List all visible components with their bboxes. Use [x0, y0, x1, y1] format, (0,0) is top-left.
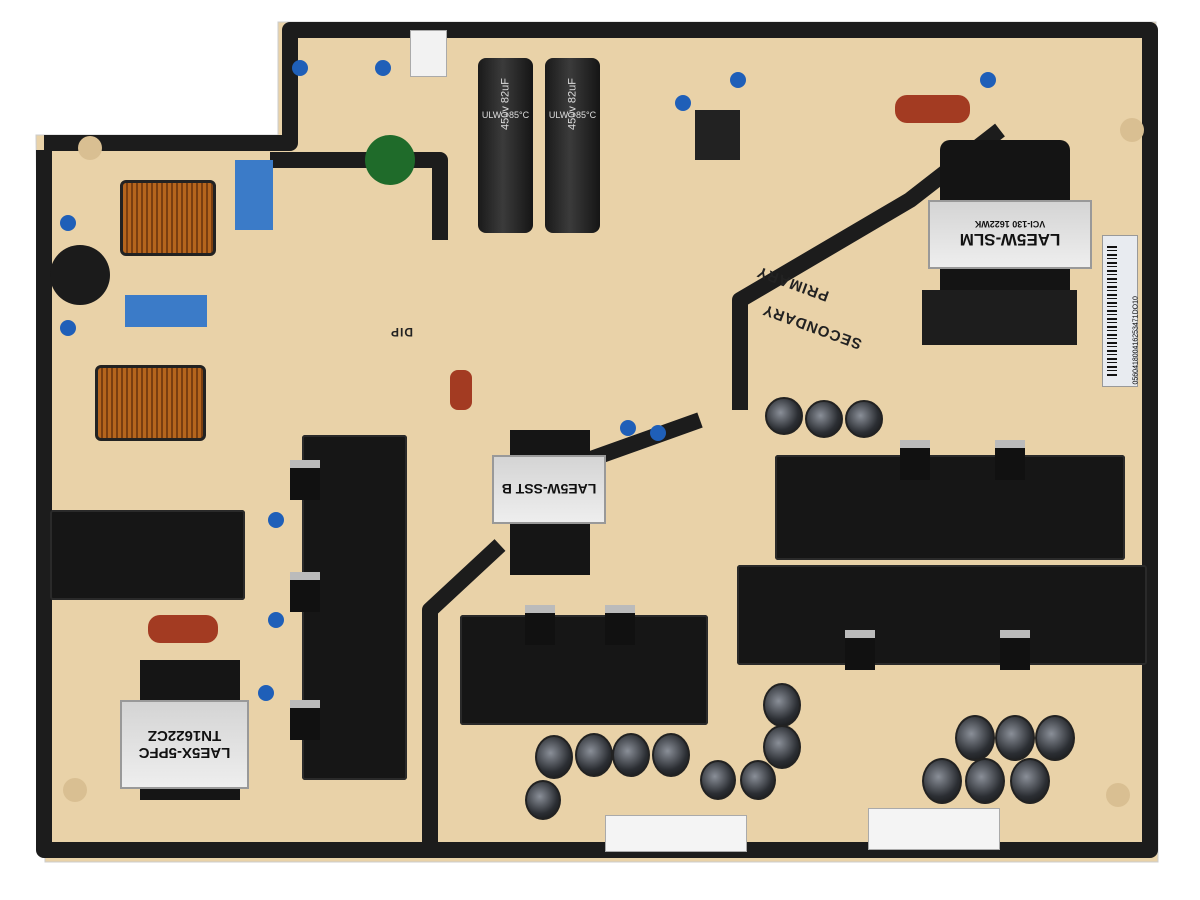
transformer-code: VCI-130 1622WK	[974, 219, 1046, 230]
heatsink-llc	[460, 615, 708, 725]
ac-input-connector	[410, 30, 447, 77]
common-mode-choke	[95, 365, 206, 441]
heatsink-bridge	[50, 510, 245, 600]
heatsink-secondary-2	[737, 565, 1147, 665]
ceramic-capacitor	[980, 72, 996, 88]
barcode-text: 056041800416253471DO10	[1132, 296, 1140, 385]
transformer-pfc: LAE5X-5PFC TN1622CZ	[120, 700, 249, 789]
film-capacitor	[148, 615, 218, 643]
x-capacitor	[235, 160, 273, 230]
transistor	[290, 572, 320, 612]
transformer-code: TN1622CZ	[147, 727, 222, 745]
capacitor	[922, 758, 962, 804]
capacitor	[763, 683, 801, 727]
ceramic-capacitor	[650, 425, 666, 441]
capacitor	[763, 725, 801, 769]
ceramic-capacitor	[675, 95, 691, 111]
capacitor	[525, 780, 561, 820]
capacitor	[700, 760, 736, 800]
ceramic-capacitor	[620, 420, 636, 436]
film-capacitor	[895, 95, 970, 123]
capacitor	[965, 758, 1005, 804]
bulk-capacitor: 450v 82uF ULW +85°C	[478, 58, 533, 233]
transistor	[900, 440, 930, 480]
transistor	[995, 440, 1025, 480]
transformer-windings	[922, 290, 1077, 345]
capacitor	[805, 400, 843, 438]
ceramic-capacitor	[268, 512, 284, 528]
capacitor	[740, 760, 776, 800]
ceramic-capacitor	[258, 685, 274, 701]
varistor	[365, 135, 415, 185]
common-mode-choke	[120, 180, 216, 256]
film-capacitor	[450, 370, 472, 410]
transistor	[290, 700, 320, 740]
transformer-label: LAE5W-SLM	[959, 230, 1061, 250]
transformer-label: LAE5X-5PFC	[138, 744, 231, 762]
transistor	[525, 605, 555, 645]
thermistor	[50, 245, 110, 305]
capacitor	[845, 400, 883, 438]
cap-rating: 450v 82uF	[566, 78, 579, 130]
cap-rating: 450v 82uF	[499, 78, 512, 130]
capacitor	[1035, 715, 1075, 761]
ceramic-capacitor	[292, 60, 308, 76]
output-connector	[868, 808, 1000, 850]
capacitor	[995, 715, 1035, 761]
transistor	[605, 605, 635, 645]
capacitor	[765, 397, 803, 435]
capacitor	[575, 733, 613, 777]
capacitor	[612, 733, 650, 777]
ceramic-capacitor	[60, 215, 76, 231]
capacitor	[955, 715, 995, 761]
ceramic-capacitor	[730, 72, 746, 88]
barcode-icon	[1107, 246, 1117, 376]
x-capacitor	[125, 295, 207, 327]
bulk-capacitor: 450v 82uF ULW +85°C	[545, 58, 600, 233]
cap-temp: ULW +85°C	[481, 110, 530, 120]
ceramic-capacitor	[268, 612, 284, 628]
capacitor	[652, 733, 690, 777]
silk-dip: DIP	[390, 325, 414, 339]
capacitor	[535, 735, 573, 779]
ceramic-capacitor	[60, 320, 76, 336]
heatsink-secondary-1	[775, 455, 1125, 560]
transistor	[845, 630, 875, 670]
barcode-label: 056041800416253471DO10	[1102, 235, 1140, 387]
relay	[695, 110, 740, 160]
cap-temp: ULW +85°C	[548, 110, 597, 120]
transformer-label: LAE5W-SST B	[501, 481, 597, 498]
transformer-main: LAE5W-SLM VCI-130 1622WK	[928, 200, 1092, 269]
ceramic-capacitor	[375, 60, 391, 76]
transistor	[290, 460, 320, 500]
capacitor	[1010, 758, 1050, 804]
output-connector	[605, 815, 747, 852]
transformer-standby: LAE5W-SST B	[492, 455, 606, 524]
transistor	[1000, 630, 1030, 670]
